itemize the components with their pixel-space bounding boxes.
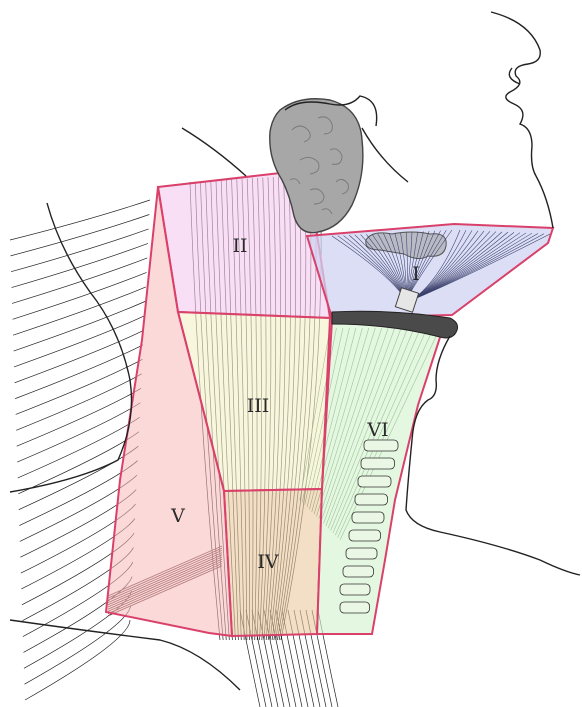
level-label-6: VI bbox=[366, 419, 388, 441]
level-label-2: II bbox=[232, 235, 247, 257]
level-label-5: V bbox=[170, 505, 185, 527]
level-label-3: III bbox=[247, 395, 270, 417]
level-label-4: IV bbox=[257, 551, 279, 573]
level-label-1: I bbox=[412, 263, 420, 285]
